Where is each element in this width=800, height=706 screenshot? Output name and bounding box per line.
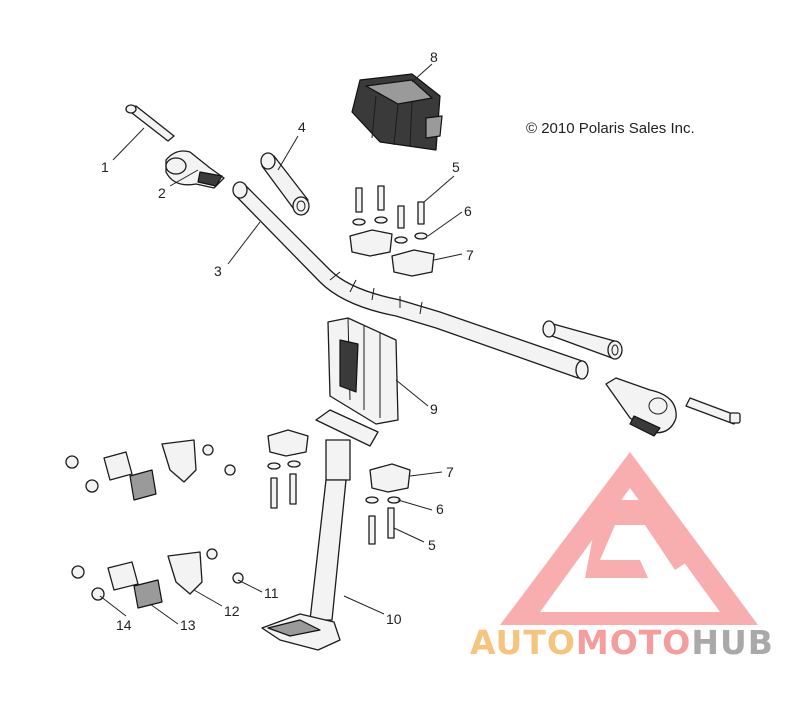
upper-clamp-set	[349, 185, 435, 277]
watermark-inner-mark-icon	[585, 500, 690, 578]
callout-1: 1	[101, 159, 109, 175]
callout-5-lower: 5	[428, 537, 436, 553]
bracket-group-lower	[71, 548, 244, 609]
svg-text:AUTOMOTOHUB: AUTOMOTOHUB	[470, 623, 774, 662]
watermark-text-hub: HUB	[691, 623, 774, 662]
watermark-logo	[500, 452, 758, 625]
callout-12: 12	[224, 603, 240, 619]
callout-4: 4	[298, 119, 306, 135]
watermark-triangle-icon	[500, 452, 758, 625]
part-2-right-control-housing	[605, 377, 677, 437]
part-1-bolt-right	[685, 397, 741, 425]
callout-labels: 1 2 3 4 5 6 7 8 9 7 6 5 10 11 12 13 14	[101, 49, 474, 633]
watermark-text-auto: AUTO	[470, 623, 576, 662]
part-4-grip-right	[542, 320, 623, 360]
part-8-handlebar-pad	[351, 73, 443, 151]
bracket-group-upper	[65, 439, 236, 501]
part-1-bolt	[125, 104, 175, 142]
callout-8: 8	[430, 49, 438, 65]
callout-13: 13	[180, 617, 196, 633]
part-10-steering-post	[261, 409, 379, 651]
callout-7-upper: 7	[466, 247, 474, 263]
callout-7-lower: 7	[446, 464, 454, 480]
callout-5-upper: 5	[452, 159, 460, 175]
lower-clamp-set-left	[267, 429, 309, 509]
callout-6-upper: 6	[464, 203, 472, 219]
callout-3: 3	[214, 263, 222, 279]
part-3-handlebar	[232, 181, 589, 380]
leader-lines	[99, 63, 463, 625]
part-2-left-control-housing	[165, 150, 225, 189]
callout-10: 10	[386, 611, 402, 627]
watermark-wordmark: AUTOMOTOHUB	[470, 623, 774, 662]
callout-6-lower: 6	[436, 501, 444, 517]
part-9-riser-cover	[327, 317, 399, 425]
lower-clamp-set-right	[365, 463, 411, 545]
callout-2: 2	[158, 185, 166, 201]
callout-14: 14	[116, 617, 132, 633]
callout-11: 11	[264, 585, 279, 601]
watermark-text-moto: MOTO	[576, 623, 691, 662]
copyright-notice: © 2010 Polaris Sales Inc.	[526, 120, 695, 137]
part-4-grip-upper	[260, 152, 310, 216]
callout-9: 9	[430, 401, 438, 417]
